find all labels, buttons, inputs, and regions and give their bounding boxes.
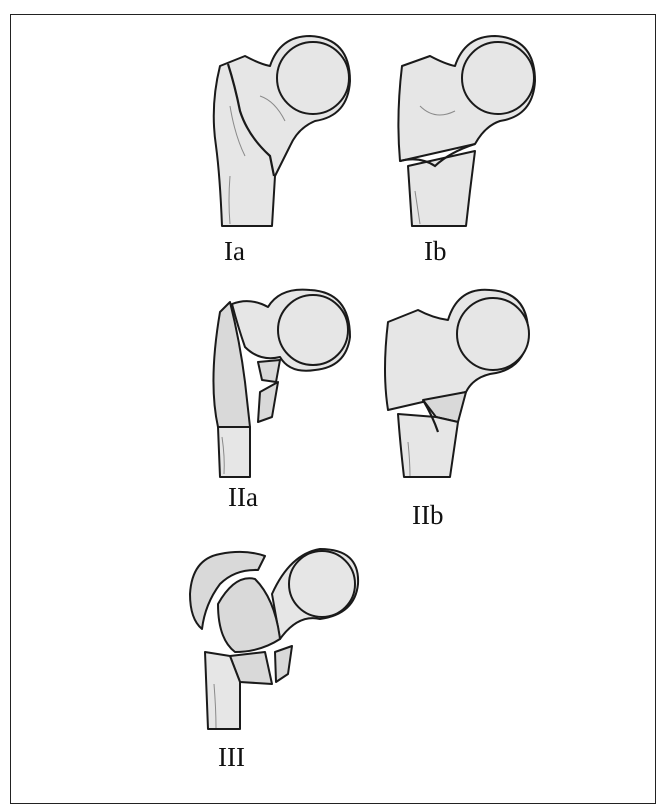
femur-iia-illustration bbox=[200, 282, 370, 482]
label-ib: Ib bbox=[424, 236, 447, 267]
label-ia: Ia bbox=[224, 236, 245, 267]
label-iib: IIb bbox=[412, 500, 443, 531]
label-iia: IIa bbox=[228, 482, 258, 513]
label-iii: III bbox=[218, 742, 245, 773]
femur-ia-illustration bbox=[200, 26, 370, 236]
femur-iii-illustration bbox=[180, 534, 380, 734]
femur-ib-illustration bbox=[390, 26, 560, 236]
femur-iib-illustration bbox=[378, 282, 548, 482]
